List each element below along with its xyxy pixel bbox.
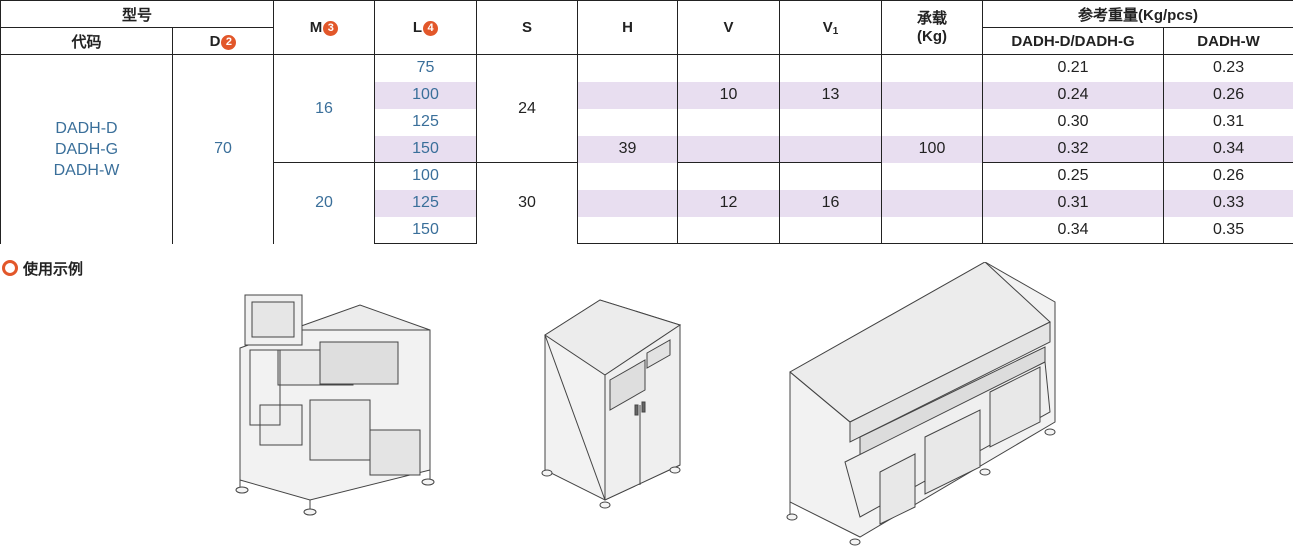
header-weight-col1: DADH-D/DADH-G — [982, 27, 1165, 55]
weight-2: 0.31 — [1163, 108, 1293, 136]
m-value: 20 — [273, 162, 376, 244]
header-code: 代码 — [0, 27, 173, 55]
v1-cell — [779, 162, 883, 190]
header-v: V — [677, 0, 781, 55]
weight-2: 0.35 — [1163, 216, 1293, 244]
load-cell — [881, 162, 984, 190]
header-s: S — [476, 0, 579, 55]
v-cell — [677, 54, 781, 82]
v-cell — [677, 162, 781, 190]
header-load: 承载(Kg) — [881, 0, 984, 55]
v-cell — [677, 108, 781, 136]
v1-value: 16 — [779, 189, 883, 217]
l-value: 150 — [374, 135, 478, 163]
l-value: 75 — [374, 54, 478, 82]
weight-2: 0.34 — [1163, 135, 1293, 163]
h-value: 39 — [577, 135, 679, 163]
load-value: 100 — [881, 135, 984, 163]
weight-1: 0.34 — [982, 216, 1165, 244]
weight-2: 0.26 — [1163, 81, 1293, 109]
v-value: 12 — [677, 189, 781, 217]
ring-icon — [2, 260, 18, 276]
h-cell — [577, 189, 679, 217]
l-value: 125 — [374, 189, 478, 217]
v1-cell — [779, 135, 883, 163]
v1-cell — [779, 216, 883, 244]
h-cell — [577, 216, 679, 244]
v1-cell — [779, 54, 883, 82]
h-cell — [577, 54, 679, 82]
v1-value: 13 — [779, 81, 883, 109]
header-weight-col2: DADH-W — [1163, 27, 1293, 55]
weight-1: 0.24 — [982, 81, 1165, 109]
v-value: 10 — [677, 81, 781, 109]
v1-cell — [779, 108, 883, 136]
weight-1: 0.32 — [982, 135, 1165, 163]
header-model: 型号 — [0, 0, 275, 28]
header-h: H — [577, 0, 679, 55]
s-value: 24 — [476, 54, 579, 163]
num-badge: 2 — [221, 34, 237, 50]
d-value: 70 — [171, 54, 275, 244]
h-cell — [577, 81, 679, 109]
weight-2: 0.23 — [1163, 54, 1293, 82]
l-value: 125 — [374, 108, 478, 136]
v-cell — [677, 216, 781, 244]
header-v1: V1 — [779, 0, 883, 55]
load-cell — [881, 54, 984, 82]
load-cell — [881, 81, 984, 109]
num-badge: 3 — [323, 21, 339, 36]
s-value: 30 — [476, 162, 579, 244]
header-weight: 参考重量(Kg/pcs) — [982, 0, 1293, 28]
weight-1: 0.30 — [982, 108, 1165, 136]
load-cell — [881, 189, 984, 217]
l-value: 100 — [374, 81, 478, 109]
l-value: 100 — [374, 162, 478, 190]
machine-illustration-1 — [235, 294, 435, 516]
l-value: 150 — [374, 216, 478, 244]
h-cell — [577, 162, 679, 190]
v-cell — [677, 135, 781, 163]
h-cell — [577, 108, 679, 136]
load-cell — [881, 108, 984, 136]
cabinet-illustration — [541, 299, 682, 509]
usage-example-title: 使用示例 — [2, 258, 83, 279]
weight-2: 0.33 — [1163, 189, 1293, 217]
workbench-illustration — [786, 262, 1056, 546]
load-cell — [881, 216, 984, 244]
weight-1: 0.21 — [982, 54, 1165, 82]
weight-2: 0.26 — [1163, 162, 1293, 190]
weight-1: 0.31 — [982, 189, 1165, 217]
num-badge: 4 — [423, 21, 439, 36]
m-value: 16 — [273, 54, 376, 163]
weight-1: 0.25 — [982, 162, 1165, 190]
